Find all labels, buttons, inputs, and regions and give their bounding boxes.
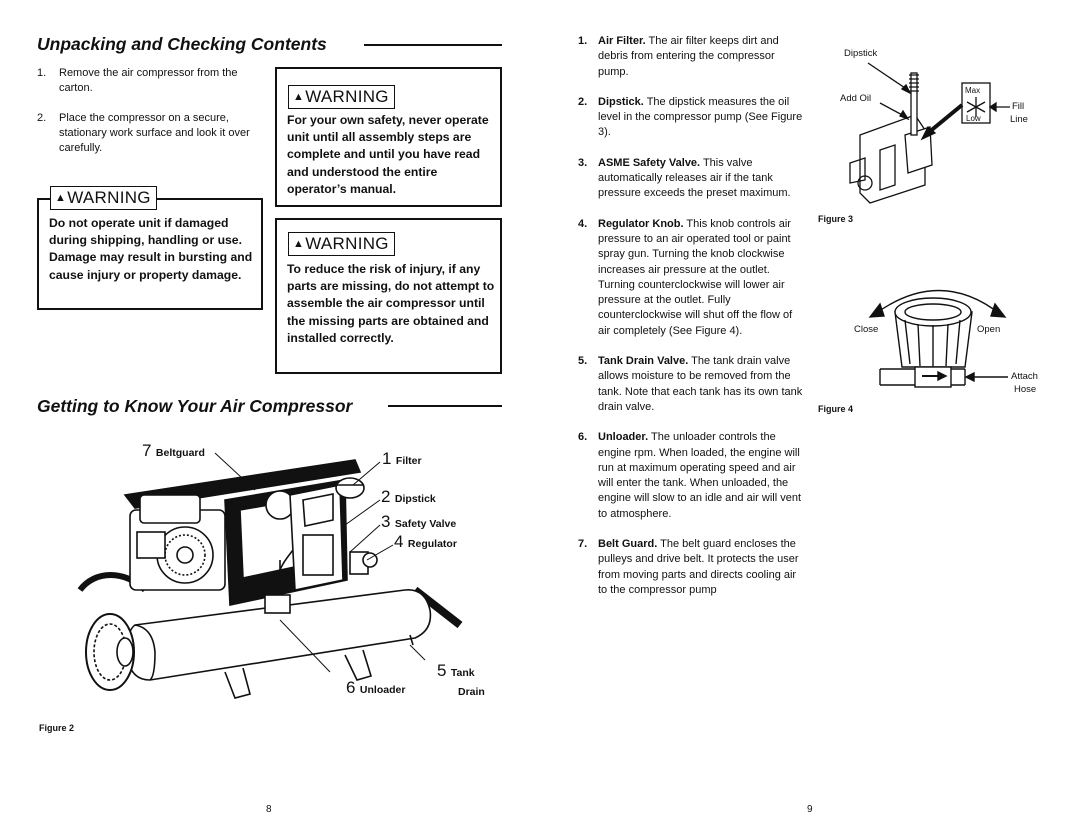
callout-tank-drain: 5 Tank Drain [437,662,485,701]
warning-tag: ▲WARNING [288,232,395,256]
callout-label: Unloader [359,684,406,696]
list-item: 7. Belt Guard. The belt guard encloses th… [578,537,806,598]
figure-2-caption: Figure 2 [39,723,75,733]
item-text: The air filter keeps dirt and debris fro… [598,35,779,78]
callout-label: Safety Valve [394,518,457,530]
step-text: Place the compressor on a secure, statio… [59,112,250,154]
item-number: 4. [578,217,588,230]
callout-filter: 1 Filter [382,449,422,469]
callout-number: 3 [381,512,391,531]
component-list: 1. Air Filter. The air filter keeps dirt … [578,34,806,598]
item-number: 3. [578,156,588,169]
item-title: Air Filter. [598,35,646,47]
warning-triangle-icon: ▲ [293,91,305,103]
heading-rule [364,44,502,46]
list-item: 3. ASME Safety Valve. This valve automati… [578,156,806,202]
fig3-max-label: Max [965,86,981,95]
callout-number: 1 [382,449,392,468]
step-number: 1. [37,67,47,79]
item-text: This knob controls air pressure to an ai… [598,217,793,337]
item-number: 6. [578,431,588,444]
figure-3-caption: Figure 3 [818,214,854,224]
fig4-open-label: Open [977,324,1001,335]
callout-dipstick: 2 Dipstick [381,487,436,507]
warning-triangle-icon: ▲ [55,192,67,204]
warning-label: WARNING [305,87,389,106]
page-number-left: 8 [266,804,272,815]
callout-label: Beltguard [155,447,205,459]
regulator-knob-illustration [868,289,1008,388]
fig3-add-oil-label: Add Oil [840,93,872,104]
callout-label: Filter [395,455,422,467]
callout-beltguard: 7 Beltguard [142,441,205,461]
page-number-right: 9 [807,804,813,815]
warning-label: WARNING [305,234,389,253]
item-number: 5. [578,355,588,368]
item-number: 7. [578,538,588,551]
item-text: The tank drain valve allows moisture to … [598,355,803,413]
list-item: 4. Regulator Knob. This knob controls air… [578,217,806,339]
item-title: ASME Safety Valve. [598,156,701,169]
step-text: Remove the air compressor from the carto… [59,67,238,94]
callout-number: 2 [381,487,391,506]
callout-regulator: 4 Regulator [394,532,457,552]
list-item: 2. Dipstick. The dipstick measures the oi… [578,95,806,141]
list-item: 1. Remove the air compressor from the car… [37,66,262,96]
heading-unpacking: Unpacking and Checking Contents [37,34,327,54]
callout-number: 6 [346,678,356,697]
fig4-hose-label: Hose [1014,384,1037,395]
callout-safety-valve: 3 Safety Valve [381,512,456,532]
item-title: Dipstick. [598,95,644,108]
item-text: The unloader controls the engine rpm. Wh… [598,431,801,520]
unpacking-steps: 1. Remove the air compressor from the car… [37,66,262,171]
callout-label: Tank [450,667,475,679]
item-number: 2. [578,95,588,108]
callout-number: 5 [437,661,447,680]
item-title: Regulator Knob. [598,217,684,230]
item-title: Unloader. [598,431,649,444]
fig3-fill-label: Fill [1012,101,1025,112]
item-title: Tank Drain Valve. [598,355,689,368]
heading-rule [388,405,502,407]
figure-4-caption: Figure 4 [818,404,854,414]
item-text: The dipstick measures the oil level in t… [598,95,803,139]
callout-label: Regulator [407,538,457,550]
callout-label-2: Drain [458,686,485,698]
warning-text-safety: For your own safety, never operate unit … [287,113,489,196]
item-title: Belt Guard. [598,538,658,551]
fig4-close-label: Close [854,324,879,335]
list-item: 6. Unloader. The unloader controls the en… [578,430,806,522]
warning-label: WARNING [67,188,151,207]
callout-number: 7 [142,441,152,460]
warning-tag: ▲WARNING [50,186,157,210]
warning-text-damage: Do not operate unit if damaged during sh… [49,216,253,282]
step-number: 2. [37,112,47,124]
fig3-low-label: Low [966,114,981,123]
item-number: 1. [578,35,588,47]
fig3-dipstick-label: Dipstick [844,48,878,59]
dipstick-illustration [849,62,1010,204]
item-text: This valve automatically releases air if… [598,156,791,200]
warning-triangle-icon: ▲ [293,238,305,250]
fig4-attach-label: Attach [1011,371,1038,382]
fig3-line-label: Line [1010,114,1028,125]
list-item: 1. Air Filter. The air filter keeps dirt … [578,34,806,80]
warning-text-missing-parts: To reduce the risk of injury, if any par… [287,262,495,345]
compressor-illustration [77,452,463,699]
callout-number: 4 [394,532,404,551]
callout-label: Dipstick [394,493,436,505]
list-item: 5. Tank Drain Valve. The tank drain valve… [578,354,806,415]
item-text: The belt guard encloses the pulleys and … [598,538,799,596]
warning-tag: ▲WARNING [288,85,395,109]
callout-unloader: 6 Unloader [346,678,405,698]
heading-getting-to-know: Getting to Know Your Air Compressor [37,396,353,416]
list-item: 2. Place the compressor on a secure, stat… [37,111,262,156]
